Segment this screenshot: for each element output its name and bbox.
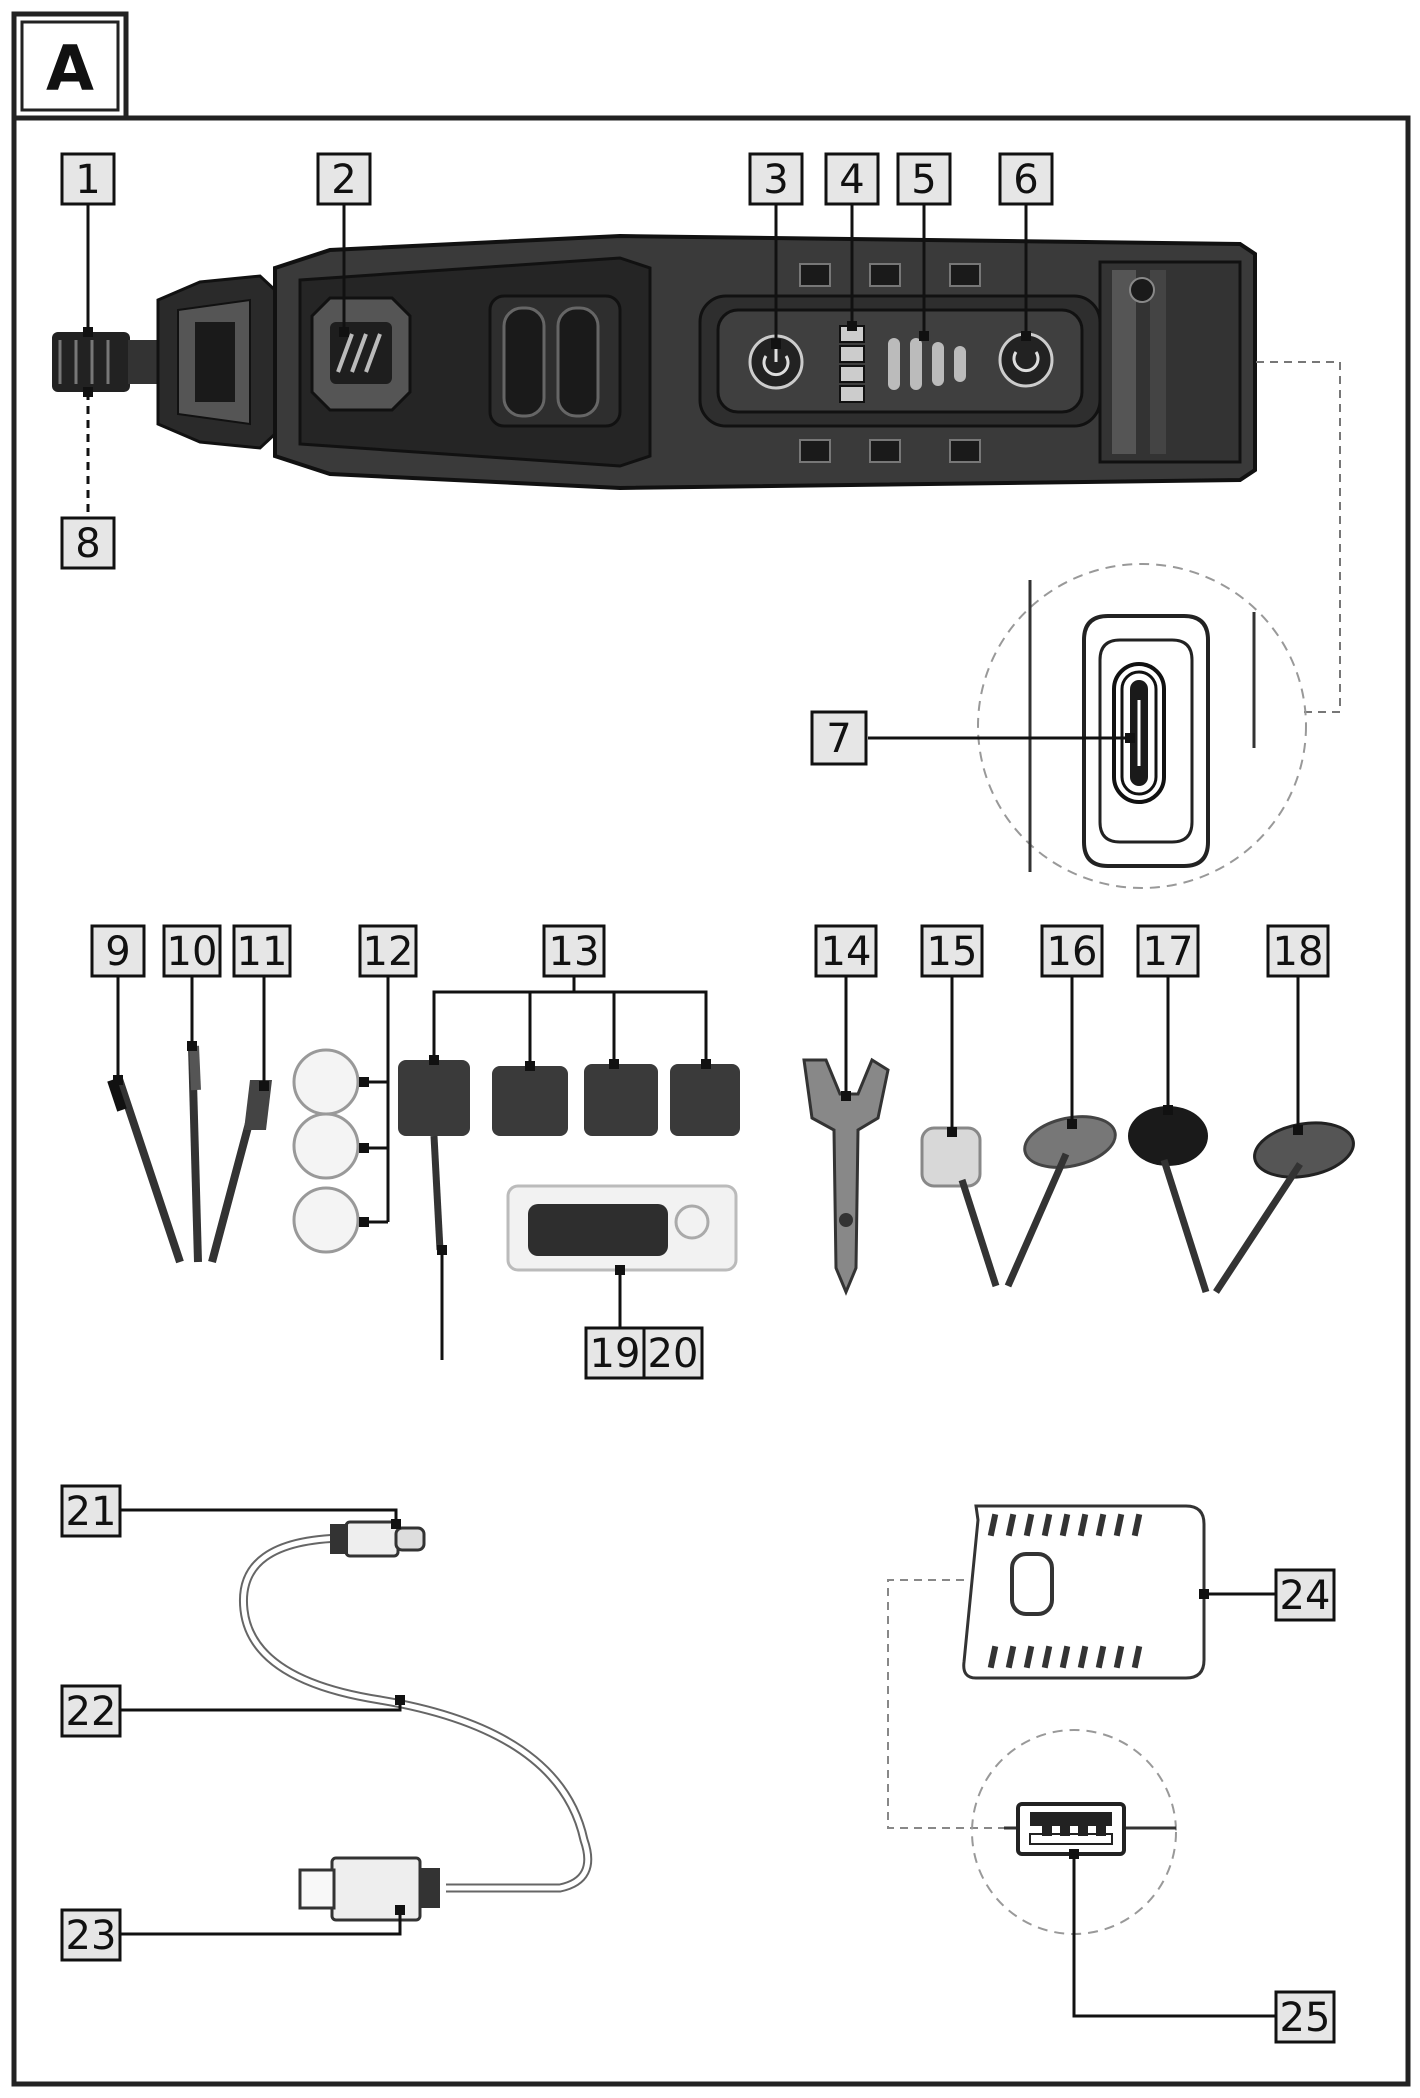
callout-10: 10 [162,924,222,978]
callout-12: 12 [358,924,418,978]
svg-text:1: 1 [75,157,100,203]
svg-text:10: 10 [167,929,218,975]
callout-labels: 1 2 3 4 5 6 7 8 9 10 11 12 13 14 15 16 1… [60,152,1336,2044]
outer-frame [11,115,1411,2087]
usb-cable-illustration [238,1520,593,1922]
callout-14: 14 [814,924,878,978]
callout-24: 24 [1274,1568,1336,1622]
svg-text:6: 6 [1013,157,1038,203]
svg-text:14: 14 [821,929,872,975]
svg-text:11: 11 [237,929,288,975]
power-adapter-illustration [962,1504,1206,1680]
svg-text:24: 24 [1280,1573,1331,1619]
svg-text:8: 8 [75,521,100,567]
svg-text:12: 12 [363,929,414,975]
callout-19: 19 [584,1326,646,1380]
svg-text:3: 3 [763,157,788,203]
svg-text:17: 17 [1143,929,1194,975]
callout-20: 20 [642,1326,704,1380]
callout-13: 13 [542,924,606,978]
svg-text:4: 4 [839,157,864,203]
svg-text:7: 7 [826,716,851,762]
usb-c-port-zoom [977,563,1307,889]
svg-text:13: 13 [549,929,600,975]
svg-text:23: 23 [66,1913,117,1959]
leader-25 [1072,1854,1276,2018]
callout-9: 9 [90,924,146,978]
callout-1: 1 [60,152,116,206]
rotary-tool-illustration [52,233,1257,491]
callout-8: 8 [60,516,116,570]
bracket-13 [432,990,708,1064]
callout-21: 21 [60,1484,122,1538]
usb-a-port-zoom [971,1729,1177,1935]
leader-dots [83,321,1303,1915]
callout-5: 5 [896,152,952,206]
callout-4: 4 [824,152,880,206]
svg-text:25: 25 [1280,1995,1331,2041]
callout-7: 7 [810,710,868,766]
zoom-connector-7 [1256,361,1341,713]
callout-2: 2 [316,152,372,206]
callout-23: 23 [60,1908,122,1962]
accessories-illustration [107,1045,1355,1296]
callout-17: 17 [1136,924,1200,978]
svg-text:22: 22 [66,1689,117,1735]
svg-text:21: 21 [66,1489,117,1535]
svg-text:20: 20 [648,1331,699,1377]
leader-22 [120,1700,402,1712]
panel-letter: A [46,32,94,105]
callout-25: 25 [1274,1990,1336,2044]
leader-23 [120,1910,402,1936]
svg-text:16: 16 [1047,929,1098,975]
svg-text:19: 19 [590,1331,641,1377]
svg-text:9: 9 [105,929,130,975]
svg-text:2: 2 [331,157,356,203]
callout-18: 18 [1266,924,1330,978]
callout-22: 22 [60,1684,122,1738]
svg-text:5: 5 [911,157,936,203]
callout-15: 15 [920,924,984,978]
callout-6: 6 [998,152,1054,206]
zoom-connector-24 [887,1579,1018,1829]
svg-text:18: 18 [1273,929,1324,975]
panel-tab: A [11,11,129,121]
callout-11: 11 [232,924,292,978]
callout-16: 16 [1040,924,1104,978]
svg-text:15: 15 [927,929,978,975]
callout-3: 3 [748,152,804,206]
